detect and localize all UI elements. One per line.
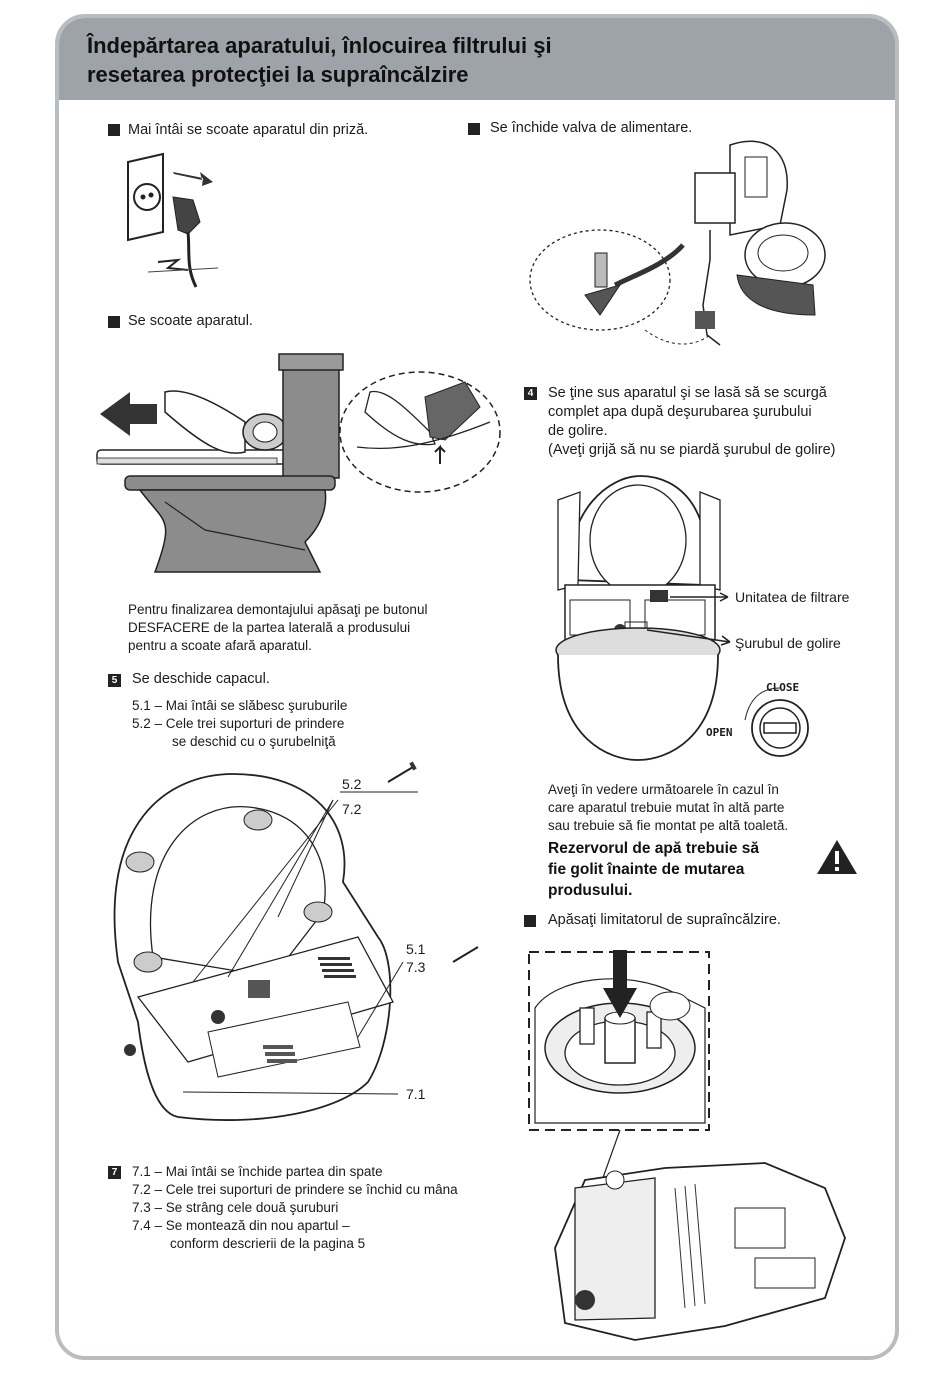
title-line-2: resetarea protecţiei la supraîncălzire <box>87 62 469 87</box>
step4-text: Se ţine sus aparatul şi se lasă să se sc… <box>548 384 888 460</box>
move-note-line: care aparatul trebuie mutat în altă part… <box>548 800 785 815</box>
header-bar: Îndepărtarea aparatului, înlocuirea filt… <box>59 18 895 100</box>
step7-item: 7.1 – Mai întâi se închide partea din sp… <box>132 1164 383 1179</box>
knob-open-label: OPEN <box>706 726 733 739</box>
step4-line: de golire. <box>548 423 608 439</box>
bullet-square <box>468 123 480 135</box>
knob-close-label: CLOSE <box>766 681 800 694</box>
bullet-square <box>108 316 120 328</box>
step-number-badge: 7 <box>108 1166 121 1179</box>
move-note-line: Aveţi în vedere următoarele în cazul în <box>548 782 779 797</box>
bullet-square <box>524 915 536 927</box>
step5-item: 5.2 – Cele trei suporturi de prindere <box>132 716 345 731</box>
warning-line: fie golit înainte de mutarea <box>548 861 745 878</box>
callout-5-1: 5.1 <box>406 941 426 957</box>
step-reset-text: Apăsaţi limitatorul de supraîncălzire. <box>548 912 781 928</box>
callout-7-2: 7.2 <box>342 801 362 817</box>
move-note: Aveţi în vedere următoarele în cazul în … <box>548 781 828 835</box>
move-note-line: sau trebuie să fie montat pe altă toalet… <box>548 818 789 833</box>
unplug-illustration <box>127 152 219 288</box>
release-note: Pentru finalizarea demontajului apăsaţi … <box>128 601 488 655</box>
step-number-badge: 5 <box>108 674 121 687</box>
step-remove-text: Se scoate aparatul. <box>128 313 253 329</box>
drain-illustration <box>555 475 809 761</box>
step7-item: 7.4 – Se montează din nou apartul – <box>132 1218 350 1233</box>
step-unplug-text: Mai întâi se scoate aparatul din priză. <box>128 122 369 138</box>
warning-line: produsului. <box>548 882 633 899</box>
step7-item: 7.3 – Se strâng cele două şuruburi <box>132 1200 339 1215</box>
warning-line: Rezervorul de apă trebuie să <box>548 840 760 857</box>
callout-5-2: 5.2 <box>342 776 362 792</box>
valve-illustration <box>529 140 826 346</box>
release-note-line: pentru a scoate afară aparatul. <box>128 638 312 653</box>
release-note-line: DESFACERE de la partea laterală a produs… <box>128 620 411 635</box>
remove-device-illustration <box>96 353 501 573</box>
step7-item: 7.2 – Cele trei suporturi de prindere se… <box>132 1182 458 1197</box>
title-line-1: Îndepărtarea aparatului, înlocuirea filt… <box>87 33 552 58</box>
step4-line: (Aveţi grijă să nu se piardă şurubul de … <box>548 442 836 458</box>
bullet-square <box>108 124 120 136</box>
step5-title: Se deschide capacul. <box>132 671 270 687</box>
step7-item: conform descrierii de la pagina 5 <box>170 1236 366 1251</box>
label-filter-unit: Unitatea de filtrare <box>735 589 850 605</box>
overheat-reset-illustration <box>528 950 846 1341</box>
label-drain-screw: Şurubul de golire <box>735 635 841 651</box>
step4-line: Se ţine sus aparatul şi se lasă să se sc… <box>548 385 827 401</box>
warning-icon <box>817 840 857 874</box>
step5-item: 5.1 – Mai întâi se slăbesc şuruburile <box>132 698 348 713</box>
callout-7-1: 7.1 <box>406 1086 426 1102</box>
warning-text: Rezervorul de apă trebuie să fie golit î… <box>548 838 818 901</box>
step4-line: complet apa după deşurubarea şurubului <box>548 404 812 420</box>
step-valve-text: Se închide valva de alimentare. <box>490 120 693 136</box>
step5-item: se deschid cu o şurubelniţă <box>172 734 336 749</box>
callout-7-3: 7.3 <box>406 959 426 975</box>
seat-open-illustration <box>113 761 479 1121</box>
release-note-line: Pentru finalizarea demontajului apăsaţi … <box>128 602 428 617</box>
page-title: Îndepărtarea aparatului, înlocuirea filt… <box>87 31 867 89</box>
step-number-badge: 4 <box>524 387 537 400</box>
